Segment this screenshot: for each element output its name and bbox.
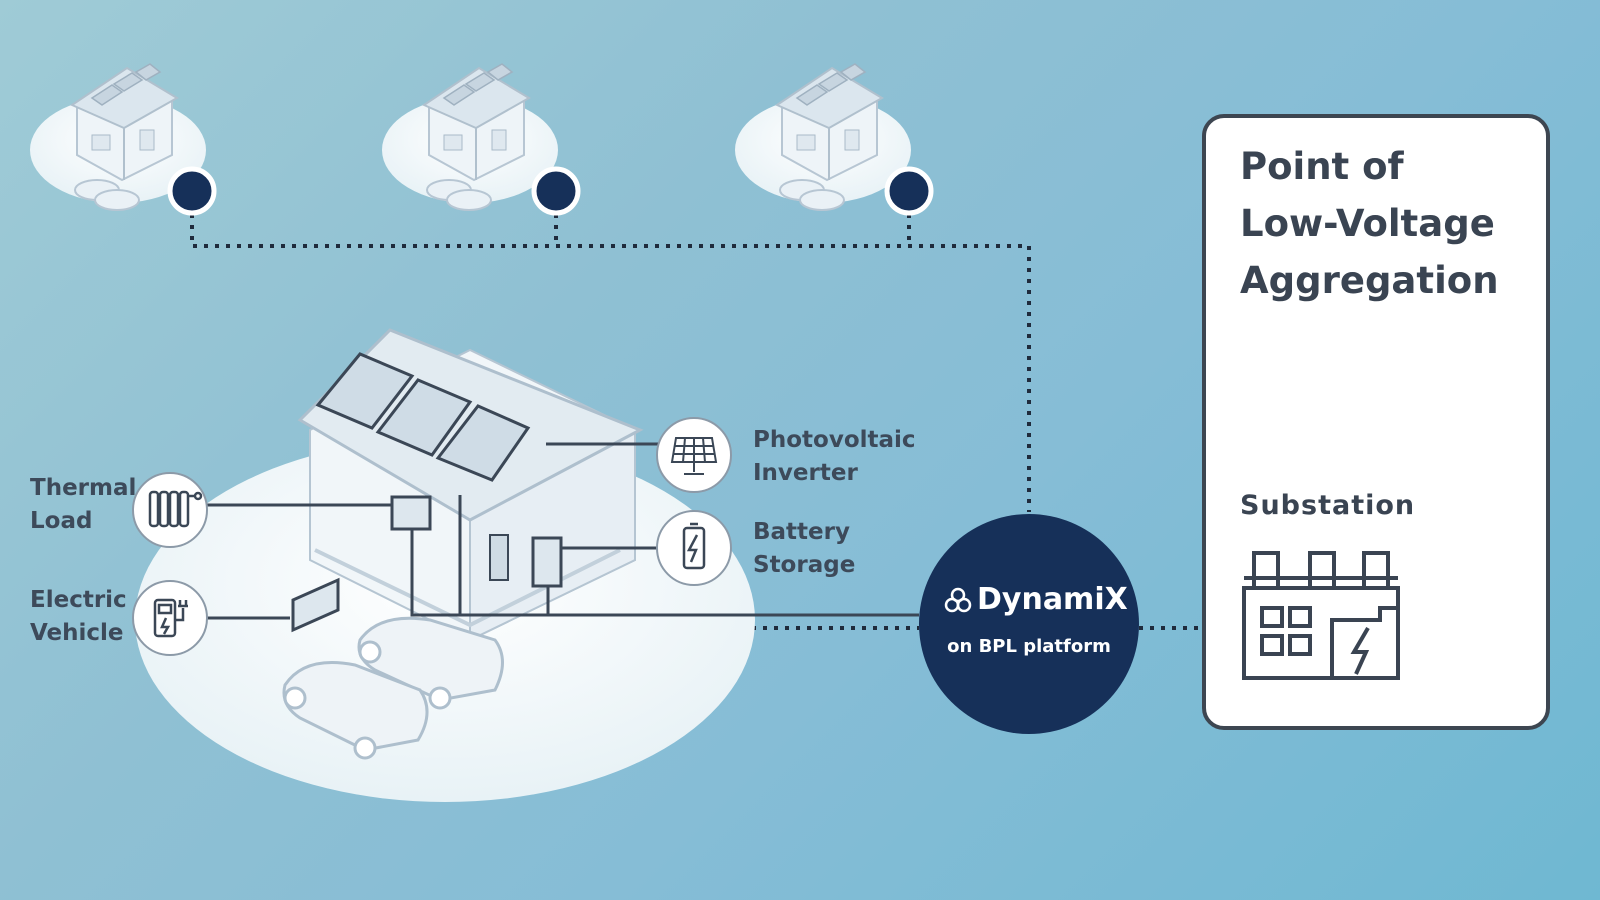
- thermal-load-icon-circle: [132, 472, 208, 548]
- substation-icon: [1242, 551, 1400, 680]
- neighbor-house-1: [30, 63, 206, 211]
- aggregation-title: Point of Low-Voltage Aggregation: [1240, 145, 1499, 302]
- roof-solar-panels: [315, 352, 531, 482]
- car: [357, 616, 504, 710]
- radiator-icon: [148, 490, 203, 528]
- photovoltaic-inverter-label: Photovoltaic Inverter: [753, 427, 916, 486]
- car: [282, 661, 429, 760]
- substation-label: Substation: [1240, 490, 1416, 521]
- node-dot: [884, 166, 934, 216]
- electric-vehicle-label: Electric Vehicle: [30, 587, 127, 646]
- network-nodes: [167, 166, 934, 216]
- dynamix-name: DynamiX: [977, 582, 1128, 617]
- thermal-load-label: Thermal Load: [30, 475, 137, 534]
- node-dot: [167, 166, 217, 216]
- battery-storage-icon-circle: [656, 510, 732, 586]
- neighbor-house-3: [735, 63, 911, 211]
- battery-icon: [682, 522, 706, 570]
- dynamix-platform-node: DynamiX on BPL platform: [919, 514, 1139, 734]
- neighbor-house-2: [382, 63, 558, 211]
- solar-panel-icon: [670, 437, 718, 475]
- aggregation-panel: Point of Low-Voltage Aggregation Substat…: [1202, 114, 1550, 730]
- main-house: [135, 328, 919, 802]
- network-lines: [190, 192, 1202, 630]
- electric-vehicle-icon-circle: [132, 580, 208, 656]
- dynamix-logo-icon: [944, 587, 972, 613]
- battery-storage-label: Battery Storage: [753, 519, 856, 578]
- dynamix-subtitle: on BPL platform: [947, 636, 1111, 657]
- ev-charger-icon: [153, 598, 188, 638]
- node-dot: [531, 166, 581, 216]
- photovoltaic-inverter-icon-circle: [656, 417, 732, 493]
